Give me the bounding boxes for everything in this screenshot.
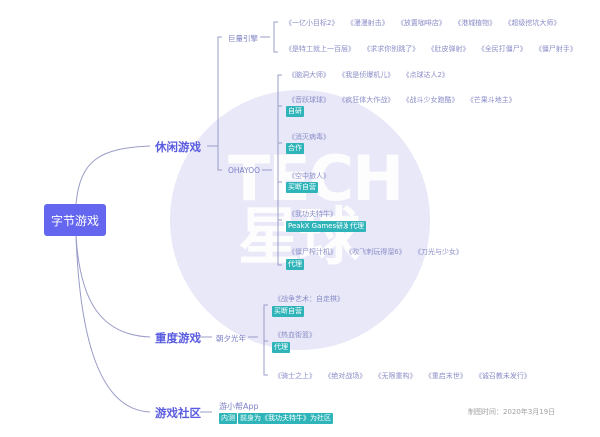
ohayoo-group-6: 《僵尸榨汁机》 《吹飞刺玩得溜6》 《刀光与少女》 xyxy=(288,247,469,257)
game-item[interactable]: 《骑士之上》 xyxy=(274,372,316,380)
game-item[interactable]: 《刀光与少女》 xyxy=(413,248,463,256)
tag-agency: 代理 xyxy=(348,221,366,232)
node-ohayoo[interactable]: OHAYOO xyxy=(228,166,261,175)
game-item[interactable]: 《求求你别跳了》 xyxy=(363,45,420,53)
engine-row2: 《是特工就上一百层》 《求求你别跳了》 《肚皮弹射》 《全民打僵尸》 《僵尸射手… xyxy=(285,44,583,54)
tag-agency: 代理 xyxy=(272,342,290,353)
game-item[interactable]: 《僵尸榨汁机》 xyxy=(288,248,337,256)
game-item[interactable]: 《港城植物》 xyxy=(454,19,497,27)
game-item[interactable]: 《是特工就上一百层》 xyxy=(285,45,355,53)
root-label: 字节游戏 xyxy=(50,213,99,228)
game-item[interactable]: 《肚皮弹射》 xyxy=(427,45,470,53)
heavy-group-3: 《骑士之上》 《绝对战场》 《无限重构》 《重启末世》 《诚召教未发行》 xyxy=(274,371,537,381)
game-item[interactable]: 《点球达人2》 xyxy=(402,71,449,79)
game-item[interactable]: 《疯狂体大作战》 xyxy=(338,96,395,104)
game-item[interactable]: 《音跃球球》 xyxy=(288,96,330,104)
tag-agency: 代理 xyxy=(286,259,304,270)
node-youxiaobang-app[interactable]: 游小帮App xyxy=(219,402,259,411)
game-item[interactable]: 《放置咖啡店》 xyxy=(396,19,446,27)
game-item[interactable]: 《战斗少女跑酷》 xyxy=(402,96,459,104)
tag-buyout: 买断自营 xyxy=(286,182,318,193)
tag-peakx: PeakX Games研发 xyxy=(286,221,353,232)
engine-row1: 《一亿小目标2》 《漫漫射击》 《放置咖啡店》 《港城植物》 《超级挖坑大师》 xyxy=(285,18,566,28)
chart-date: 制图时间：2020年3月19日 xyxy=(468,408,556,416)
game-item[interactable]: 《战争艺术：自走棋》 xyxy=(274,295,344,303)
ohayoo-group-3: 《消灭病毒》 xyxy=(288,132,336,142)
tag-predecessor: 前身为《我功夫特牛》为社区 xyxy=(238,413,333,424)
node-heavy-games[interactable]: 重度游戏 xyxy=(155,331,201,345)
game-item[interactable]: 《芒果斗地主》 xyxy=(466,96,516,104)
heavy-group-2: 《热血街篮》 xyxy=(274,330,322,340)
root-node[interactable]: 字节游戏 xyxy=(44,204,106,236)
game-item[interactable]: 《脑洞大师》 xyxy=(288,71,330,79)
game-item[interactable]: 《我是侦爆机儿》 xyxy=(338,71,395,79)
game-item[interactable]: 《僵尸射手》 xyxy=(534,45,577,53)
game-item[interactable]: 《全民打僵尸》 xyxy=(477,45,527,53)
game-item[interactable]: 《绝对战场》 xyxy=(324,372,367,380)
tag-beta: 内测 xyxy=(219,413,237,424)
game-item[interactable]: 《诚召教未发行》 xyxy=(474,372,531,380)
game-item[interactable]: 《无限重构》 xyxy=(374,372,417,380)
game-item[interactable]: 《热血街篮》 xyxy=(274,331,316,339)
game-item[interactable]: 《消灭病毒》 xyxy=(288,133,330,141)
ohayoo-group-4: 《空中旅人》 xyxy=(288,171,336,181)
ohayoo-group-2: 《音跃球球》 《疯狂体大作战》 《战斗少女跑酷》 《芒果斗地主》 xyxy=(288,95,522,105)
tag-self-developed: 自研 xyxy=(286,106,304,117)
game-item[interactable]: 《重启末世》 xyxy=(424,372,467,380)
game-item[interactable]: 《超级挖坑大师》 xyxy=(504,19,561,27)
tag-buyout: 买断自营 xyxy=(272,306,304,317)
ohayoo-group-5: 《我功夫特牛》 xyxy=(288,209,343,219)
node-engine[interactable]: 巨量引擎 xyxy=(228,34,258,43)
ohayoo-group-1: 《脑洞大师》 《我是侦爆机儿》 《点球达人2》 xyxy=(288,70,455,80)
node-casual-games[interactable]: 休闲游戏 xyxy=(155,140,201,154)
game-item[interactable]: 《空中旅人》 xyxy=(288,172,330,180)
node-zhaoxi[interactable]: 朝夕光年 xyxy=(216,334,246,343)
node-game-community[interactable]: 游戏社区 xyxy=(155,406,201,420)
game-item[interactable]: 《一亿小目标2》 xyxy=(285,19,339,27)
tag-cooperation: 合作 xyxy=(286,143,304,154)
game-item[interactable]: 《吹飞刺玩得溜6》 xyxy=(345,248,406,256)
game-item[interactable]: 《我功夫特牛》 xyxy=(288,210,337,218)
game-item[interactable]: 《漫漫射击》 xyxy=(346,19,389,27)
watermark-line2: 星球 xyxy=(237,200,360,273)
heavy-group-1: 《战争艺术：自走棋》 xyxy=(274,294,350,304)
